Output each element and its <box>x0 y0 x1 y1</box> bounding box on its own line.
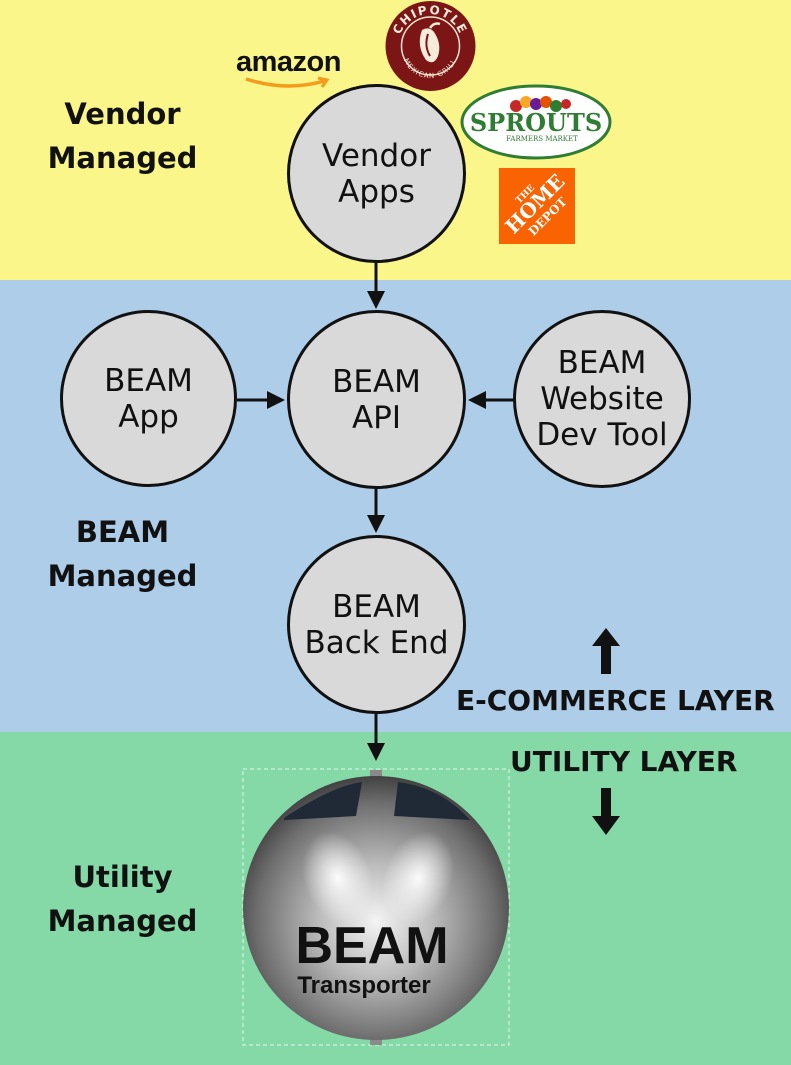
beam-website-node: BEAM Website Dev Tool <box>513 310 691 488</box>
utility-managed-line1: Utility <box>72 860 173 894</box>
up-arrow-icon <box>592 628 620 674</box>
amazon-logo: amazon <box>236 46 356 92</box>
beam-managed-line1: BEAM <box>75 515 170 549</box>
home-depot-logo: THE HOME DEPOT <box>499 168 575 244</box>
beam-app-line1: BEAM <box>104 362 193 399</box>
amazon-smile-icon <box>245 76 330 88</box>
amazon-logo-text: amazon <box>236 46 341 78</box>
vendor-apps-line2: Apps <box>338 173 415 210</box>
sprouts-text: SPROUTS <box>470 108 602 137</box>
vendor-managed-label: Vendor Managed <box>30 92 215 180</box>
ecommerce-layer-label: E-COMMERCE LAYER <box>456 684 775 717</box>
vendor-managed-line2: Managed <box>47 141 198 175</box>
beam-api-line2: API <box>351 399 402 436</box>
utility-managed-label: Utility Managed <box>30 855 215 943</box>
beam-api-node: BEAM API <box>287 310 466 489</box>
vendor-managed-line1: Vendor <box>64 97 181 131</box>
beam-website-line1: BEAM <box>557 345 647 381</box>
beam-app-line2: App <box>118 398 179 435</box>
beam-website-line3: Dev Tool <box>536 417 668 453</box>
down-arrow-icon <box>592 788 620 835</box>
sprouts-sub-text: FARMERS MARKET <box>506 135 578 143</box>
device-subtitle-text: Transporter <box>297 972 430 999</box>
beam-website-line2: Website <box>540 381 664 417</box>
utility-managed-line2: Managed <box>47 904 198 938</box>
sprouts-logo: SPROUTS FARMERS MARKET <box>460 84 612 160</box>
beam-backend-node: BEAM Back End <box>287 535 466 714</box>
pepper-icon <box>419 22 441 63</box>
beam-transporter-device: BEAM Transporter <box>242 768 510 1046</box>
beam-backend-line1: BEAM <box>332 588 421 625</box>
beam-api-line1: BEAM <box>332 363 421 400</box>
produce-icon <box>510 96 571 112</box>
vendor-apps-node: Vendor Apps <box>287 84 466 263</box>
beam-backend-line2: Back End <box>304 624 449 661</box>
vendor-apps-line1: Vendor <box>322 137 431 174</box>
utility-layer-label: UTILITY LAYER <box>510 745 738 778</box>
beam-app-node: BEAM App <box>60 310 237 487</box>
beam-managed-line2: Managed <box>47 559 198 593</box>
chipotle-logo: CHIPOTLE MEXICAN GRILL <box>385 1 476 91</box>
beam-managed-label: BEAM Managed <box>30 510 215 598</box>
device-title-text: BEAM <box>295 917 448 975</box>
